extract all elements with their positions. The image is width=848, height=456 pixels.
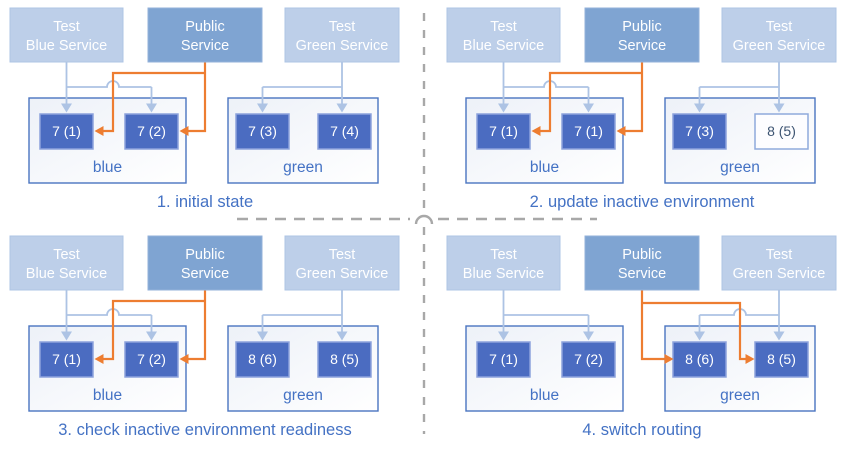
version-label: 7 (2) [137,351,166,367]
version-box [672,341,727,378]
version-node: 7 (2) [561,341,616,378]
version-label: 8 (5) [767,123,796,139]
test-green-service-box [284,235,400,291]
version-label: 7 (1) [574,123,603,139]
version-node: 7 (1) [476,113,531,150]
version-node: 8 (6) [235,341,290,378]
version-box [561,341,616,378]
stage-caption: 3. check inactive environment readiness [58,421,352,439]
version-box [39,113,94,150]
stage-caption: 2. update inactive environment [530,193,755,211]
version-box-outline [754,113,809,150]
version-label: 8 (6) [685,351,714,367]
version-box [476,341,531,378]
version-node: 7 (2) [124,341,179,378]
version-node: 8 (6) [672,341,727,378]
version-node: 7 (4) [317,113,372,150]
green-env-label: green [283,159,323,176]
stage-caption: 1. initial state [157,193,253,211]
version-node: 7 (3) [235,113,290,150]
public-route-arrow-orange [616,62,644,136]
version-label: 7 (1) [52,123,81,139]
version-label: 7 (1) [489,351,518,367]
test-green-service-box [284,7,400,63]
test-blue-service-box [446,235,561,291]
version-label: 8 (5) [330,351,359,367]
version-label: 7 (3) [685,123,714,139]
version-box [317,341,372,378]
version-node: 7 (1) [561,113,616,150]
version-box [235,341,290,378]
version-box [672,113,727,150]
public-route-arrow-orange [94,299,205,364]
version-box [754,341,809,378]
version-label: 7 (4) [330,123,359,139]
version-box [476,113,531,150]
test-blue-service-box [9,7,124,63]
public-route-arrow-orange [179,62,207,136]
blue-env-label: blue [530,159,559,176]
version-label: 8 (6) [248,351,277,367]
version-node: 8 (5) [317,341,372,378]
version-label: 7 (3) [248,123,277,139]
test-blue-service-box [9,235,124,291]
stage-caption: 4. switch routing [582,421,701,439]
green-env-label: green [720,387,760,404]
public-service-box [584,235,700,291]
version-node: 8 (5) [754,113,809,150]
version-box [317,113,372,150]
version-node: 8 (5) [754,341,809,378]
version-box [124,113,179,150]
version-node: 7 (1) [476,341,531,378]
public-route-arrow-orange [642,301,755,364]
version-label: 7 (1) [489,123,518,139]
blue-env-label: blue [93,387,122,404]
public-route-arrow-orange [94,71,205,136]
public-service-box [147,7,263,63]
public-service-box [147,235,263,291]
version-label: 7 (2) [137,123,166,139]
blue-env-label: blue [93,159,122,176]
public-route-arrow-orange [179,290,207,364]
version-box [39,341,94,378]
version-box [235,113,290,150]
version-node: 7 (1) [39,341,94,378]
version-node: 7 (1) [39,113,94,150]
version-box [124,341,179,378]
version-box [561,113,616,150]
test-green-service-box [721,235,837,291]
version-label: 8 (5) [767,351,796,367]
public-route-arrow-orange [531,71,642,136]
public-service-box [584,7,700,63]
public-route-arrow-orange [640,290,674,364]
test-blue-service-box [446,7,561,63]
blue-env-label: blue [530,387,559,404]
version-node: 7 (2) [124,113,179,150]
version-label: 7 (1) [52,351,81,367]
green-env-label: green [283,387,323,404]
divider-jump-arc [414,214,434,225]
version-label: 7 (2) [574,351,603,367]
green-env-label: green [720,159,760,176]
test-green-service-box [721,7,837,63]
version-node: 7 (3) [672,113,727,150]
